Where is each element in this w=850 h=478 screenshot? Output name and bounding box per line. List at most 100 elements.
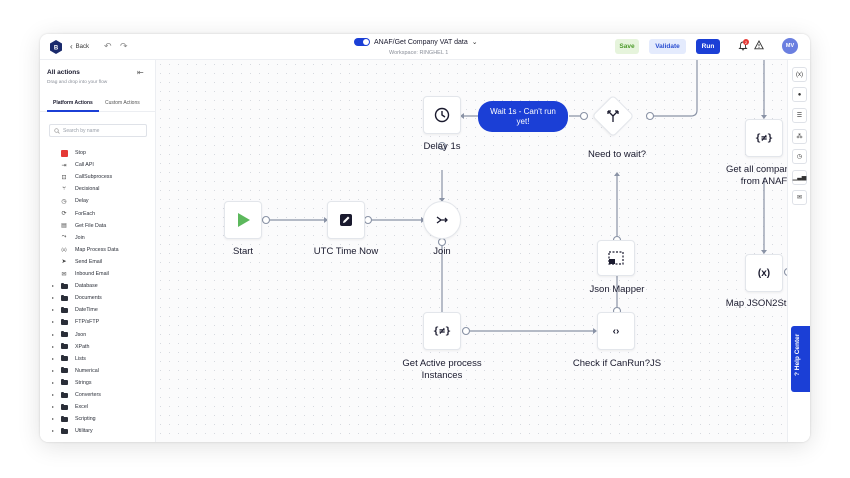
- api-icon: ⇥: [60, 161, 68, 169]
- chevron-right-icon[interactable]: ▸: [52, 428, 54, 433]
- clock-icon: ◷: [60, 197, 68, 205]
- folder-item[interactable]: ▸Json: [40, 330, 156, 340]
- delay-node[interactable]: [423, 96, 461, 134]
- collapse-sidebar-icon[interactable]: ⇤: [137, 68, 144, 77]
- join-icon: ⤳: [60, 234, 68, 242]
- folder-item[interactable]: ▸ Scripting: [40, 414, 156, 424]
- action-item[interactable]: ⊡CallSubprocess: [40, 172, 156, 182]
- folder-item[interactable]: ▸Numerical: [40, 366, 156, 376]
- code-icon: ‹›: [613, 326, 620, 337]
- action-label: Decisional: [75, 186, 99, 192]
- folder-item[interactable]: ▸Lists: [40, 354, 156, 364]
- folder-item[interactable]: ▸DateTime: [40, 305, 156, 315]
- action-item[interactable]: Stop: [40, 148, 156, 158]
- chevron-right-icon[interactable]: ▸: [52, 380, 54, 385]
- flow-title: ANAF/Get Company VAT data: [374, 39, 468, 46]
- analytics-button[interactable]: ▁▃▅: [792, 170, 807, 185]
- chevron-right-icon[interactable]: ▸: [52, 332, 54, 337]
- chevron-right-icon[interactable]: ▸: [52, 356, 54, 361]
- user-icon: ●: [798, 92, 802, 98]
- chevron-right-icon[interactable]: ▸: [52, 283, 54, 288]
- help-center-button[interactable]: ? Help Center: [791, 326, 810, 392]
- chevron-right-icon[interactable]: ▸: [52, 368, 54, 373]
- folder-icon: [60, 355, 68, 363]
- action-label: Scripting: [75, 416, 96, 422]
- action-item[interactable]: ➤Send Email: [40, 257, 156, 267]
- folder-item[interactable]: ▸Converters: [40, 390, 156, 400]
- action-item[interactable]: (x)Map Process Data: [40, 245, 156, 255]
- get-all-node[interactable]: {≠}: [745, 119, 783, 157]
- search-icon: [54, 128, 60, 134]
- flow-canvas[interactable]: Start UTC Time Now Join Delay 1s Wait 1s…: [156, 60, 787, 442]
- play-icon: [235, 212, 251, 228]
- database-button[interactable]: ☰: [792, 108, 807, 123]
- folder-item[interactable]: ▸ FTP/sFTP: [40, 317, 156, 327]
- back-button[interactable]: ‹ Back: [70, 42, 89, 51]
- connections-button[interactable]: ⁂: [792, 129, 807, 144]
- flow-active-toggle[interactable]: [354, 38, 370, 46]
- messages-button[interactable]: ✉: [792, 190, 807, 205]
- json-mapper-node[interactable]: [597, 240, 635, 276]
- utc-time-node[interactable]: [327, 201, 365, 239]
- chevron-right-icon[interactable]: ▸: [52, 404, 54, 409]
- actions-sidebar: All actions Drag and drop into your flow…: [40, 60, 156, 442]
- folder-icon: [60, 367, 68, 375]
- folder-item[interactable]: ▸Strings: [40, 378, 156, 388]
- chevron-right-icon[interactable]: ▸: [52, 416, 54, 421]
- redo-icon[interactable]: ↷: [120, 41, 128, 52]
- workspace-label: Workspace: RINGHEL 1: [389, 50, 448, 56]
- tab-platform-actions[interactable]: Platform Actions: [53, 100, 93, 106]
- search-input[interactable]: Search by name: [49, 124, 147, 137]
- variable-icon: (x): [796, 72, 803, 78]
- action-label: Utilitary: [75, 428, 93, 434]
- folder-item[interactable]: ▸ Database: [40, 281, 156, 291]
- action-label: Database: [75, 283, 98, 289]
- user-button[interactable]: ●: [792, 87, 807, 102]
- check-canrun-node[interactable]: ‹›: [597, 312, 635, 350]
- action-label: FTP/sFTP: [75, 319, 99, 325]
- action-item[interactable]: ⑂Decisional: [40, 184, 156, 194]
- chevron-down-icon[interactable]: ⌄: [472, 38, 478, 46]
- undo-icon[interactable]: ↶: [104, 41, 112, 52]
- get-active-label: Get Active process Instances: [397, 358, 487, 382]
- app-logo-icon[interactable]: B: [49, 40, 63, 54]
- folder-item[interactable]: ▸ Utilitary: [40, 426, 156, 436]
- get-active-node[interactable]: {≠}: [423, 312, 461, 350]
- action-item[interactable]: ▤Get File Data: [40, 221, 156, 231]
- folder-icon: [60, 343, 68, 351]
- edit-icon: [339, 213, 353, 227]
- clock-icon: ◷: [797, 153, 802, 160]
- action-label: Documents: [75, 295, 102, 301]
- action-item[interactable]: ⟳ForEach: [40, 209, 156, 219]
- port-dot: [439, 239, 446, 246]
- join-icon: [435, 213, 449, 227]
- variables-button[interactable]: (x): [792, 67, 807, 82]
- action-item[interactable]: ✉Inbound Email: [40, 269, 156, 279]
- action-label: Map Process Data: [75, 247, 119, 253]
- variable-icon: (x): [758, 268, 770, 279]
- chevron-right-icon[interactable]: ▸: [52, 307, 54, 312]
- folder-item[interactable]: ▸ Documents: [40, 293, 156, 303]
- folder-item[interactable]: ▸Excel: [40, 402, 156, 412]
- folder-icon: [60, 318, 68, 326]
- chevron-right-icon[interactable]: ▸: [52, 344, 54, 349]
- history-button[interactable]: ◷: [792, 149, 807, 164]
- action-item[interactable]: ◷Delay: [40, 196, 156, 206]
- tab-custom-actions[interactable]: Custom Actions: [105, 100, 140, 106]
- warning-icon[interactable]: [754, 40, 764, 50]
- validate-button[interactable]: Validate: [649, 39, 686, 54]
- save-button[interactable]: Save: [615, 39, 639, 54]
- avatar[interactable]: MV: [782, 38, 798, 54]
- map-json-node[interactable]: (x): [745, 254, 783, 292]
- action-item[interactable]: ⇥Call API: [40, 160, 156, 170]
- chevron-right-icon[interactable]: ▸: [52, 392, 54, 397]
- run-button[interactable]: Run: [696, 39, 720, 54]
- action-item[interactable]: ⤳Join: [40, 233, 156, 243]
- folder-item[interactable]: ▸XPath: [40, 342, 156, 352]
- join-node[interactable]: [423, 201, 461, 239]
- chevron-right-icon[interactable]: ▸: [52, 295, 54, 300]
- chevron-right-icon[interactable]: ▸: [52, 319, 54, 324]
- sidebar-subtitle: Drag and drop into your flow: [47, 80, 107, 85]
- start-node[interactable]: [224, 201, 262, 239]
- wait-pill-node[interactable]: Wait 1s - Can't run yet!: [478, 101, 568, 132]
